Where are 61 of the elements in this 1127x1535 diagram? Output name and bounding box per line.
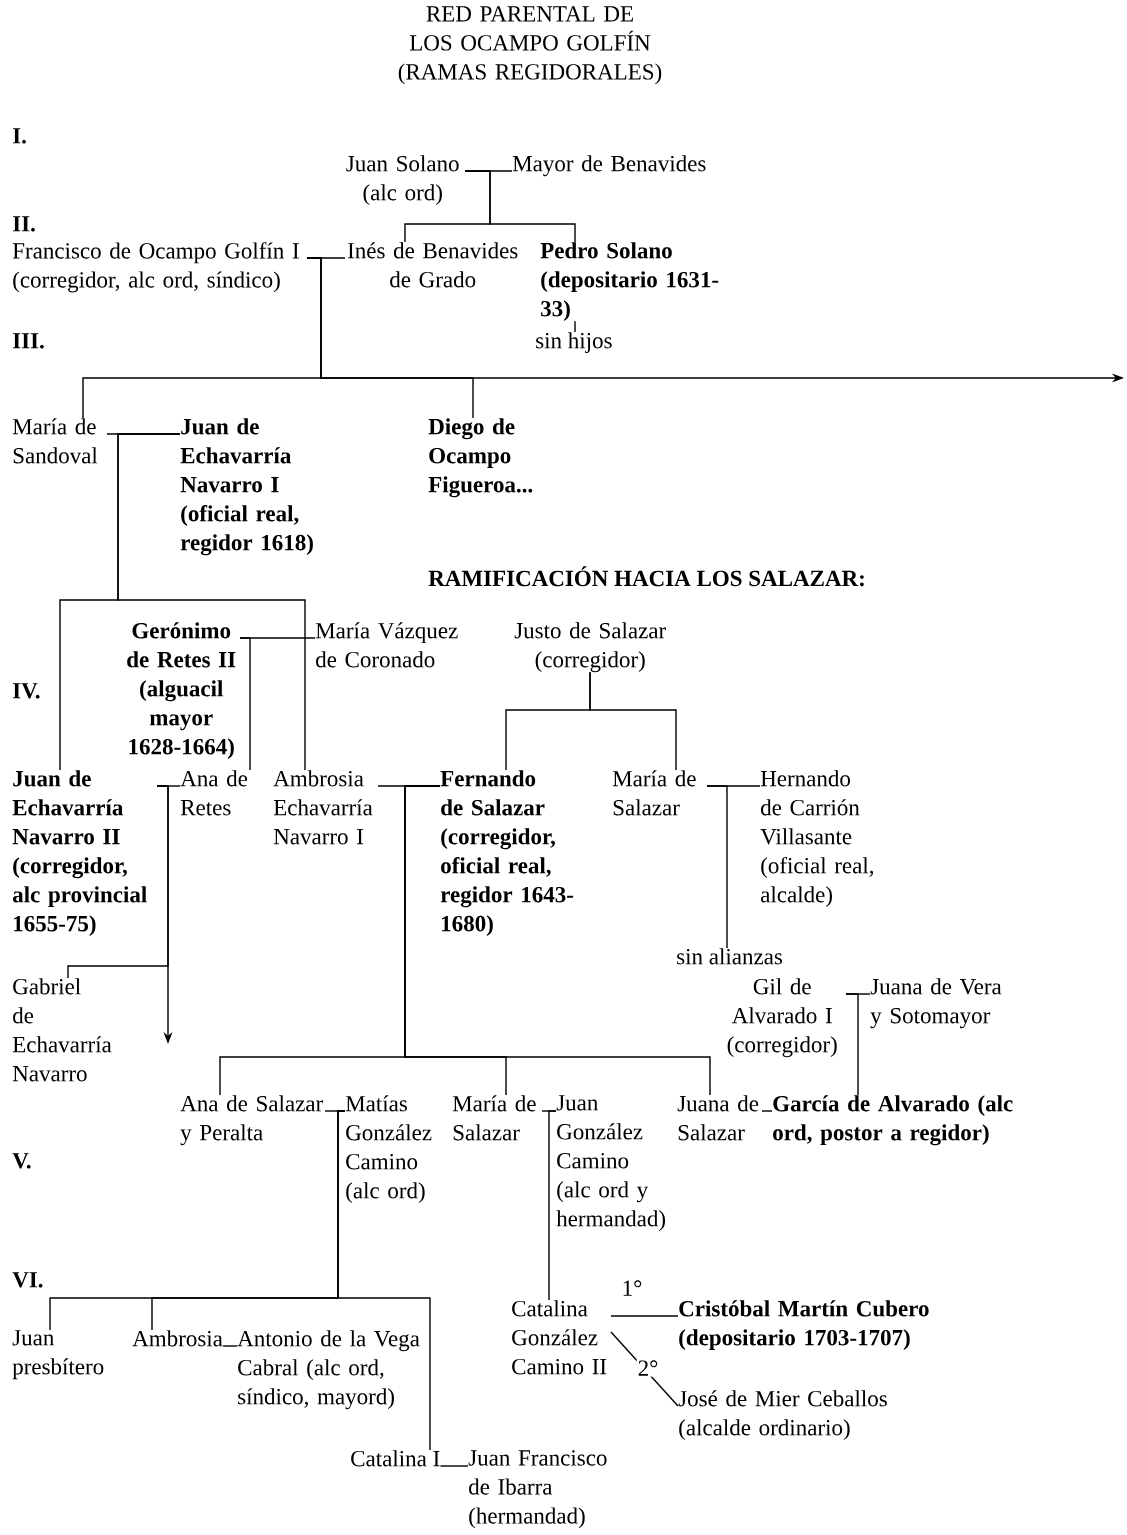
title: RED PARENTAL DE LOS OCAMPO GOLFÍN (RAMAS REGIDORALES) [398, 6, 662, 85]
person-name: María Vázquez de Coronado [315, 622, 458, 668]
descent-line [464, 170, 576, 243]
descent-line [706, 785, 728, 949]
descent-line [117, 433, 306, 771]
person-name: Juana de Salazar [677, 1095, 759, 1141]
descent-line [404, 785, 711, 1096]
marriage-line [761, 1110, 773, 1112]
marriage-line [439, 1465, 469, 1467]
marriage-line [610, 1315, 679, 1317]
person-name: Catalina I [351, 1450, 440, 1467]
person-name: José de Mier Ceballos (alcalde ordinario) [678, 1390, 887, 1441]
descent-line [574, 320, 576, 333]
descent-line [845, 993, 859, 1096]
marriage-line [222, 1345, 238, 1347]
person-name: Justo de Salazar (corregidor) [514, 622, 666, 673]
note-text: sin alianzas [677, 948, 783, 965]
person-name: Juan de Echavarría Navarro I (oficial real, regidor 1618) [180, 418, 313, 556]
person-name: Juana de Vera y Sotomayor [870, 978, 1002, 1029]
person-name: Inés de Benavides de Grado [347, 242, 518, 288]
person-name: Fernando de Salazar (corregidor, oficial real, regidor 1643-1680) [440, 770, 574, 937]
person-name: Matías González Camino (alc ord) [345, 1095, 432, 1204]
person-name: García de Alvarado (alc ord, postor a regidor) [773, 1095, 1013, 1146]
person-name: Pedro Solano (depositario 1631-33) [540, 242, 719, 322]
person-name: Juan Francisco de Ibarra (hermandad) [468, 1450, 607, 1529]
note-text: sin hijos [536, 332, 612, 354]
person-name: Cristóbal Martín Cubero (depositario 1703-1707) [679, 1300, 929, 1351]
person-name: Catalina González Camino II [512, 1300, 607, 1375]
person-name: María de Salazar [612, 770, 696, 816]
descent-line [337, 1110, 431, 1451]
person-name: María de Salazar [452, 1095, 536, 1141]
person-name: Mayor de Benavides [512, 155, 706, 177]
generation-numeral: V. [12, 1153, 31, 1169]
generation-numeral: VI. [12, 1272, 43, 1288]
person-name: Juan González Camino (alc ord y hermandad) [556, 1095, 666, 1232]
generation-numeral: IV. [12, 683, 40, 699]
person-name: Ambrosia [132, 1330, 223, 1347]
descent-line [610, 1331, 679, 1407]
person-name: Gil de Alvarado I (corregidor) [727, 978, 837, 1058]
person-name: Ambrosia Echavarría Navarro I [273, 770, 373, 845]
person-name: Juan Solano (alc ord) [346, 155, 459, 206]
person-name: Gerónimo de Retes II (alguacil mayor 1628-1664) [127, 622, 236, 760]
person-name: Ana de Salazar y Peralta [180, 1095, 324, 1146]
person-name: Juan presbítero [12, 1330, 104, 1380]
person-name: Francisco de Ocampo Golfín I (corregidor, alc ord, síndico) [12, 242, 299, 293]
generation-numeral: II. [12, 216, 35, 232]
edge-label: 2° [636, 1359, 660, 1377]
person-name: Diego de Ocampo Figueroa... [428, 418, 533, 498]
descent-line [589, 671, 677, 771]
person-name: Ana de Retes [180, 770, 248, 816]
edge-label: 1° [620, 1279, 644, 1297]
person-name: Antonio de la Vega Cabral (alc ord, síndico, mayord) [237, 1330, 420, 1410]
section-heading: RAMIFICACIÓN HACIA LOS SALAZAR: [428, 566, 864, 587]
descent-line [548, 1110, 557, 1301]
person-name: Hernando de Carrión Villasante (oficial real, alcalde) [760, 770, 874, 908]
descent-line [239, 637, 251, 771]
person-name: Gabriel de Echavarría Navarro [12, 978, 112, 1082]
person-name: Juan de Echavarría Navarro II (corregidor, alc provincial 1655-75) [12, 770, 147, 937]
generation-numeral: I. [12, 128, 26, 144]
generation-numeral: III. [12, 333, 44, 349]
person-name: María de Sandoval [12, 418, 98, 464]
